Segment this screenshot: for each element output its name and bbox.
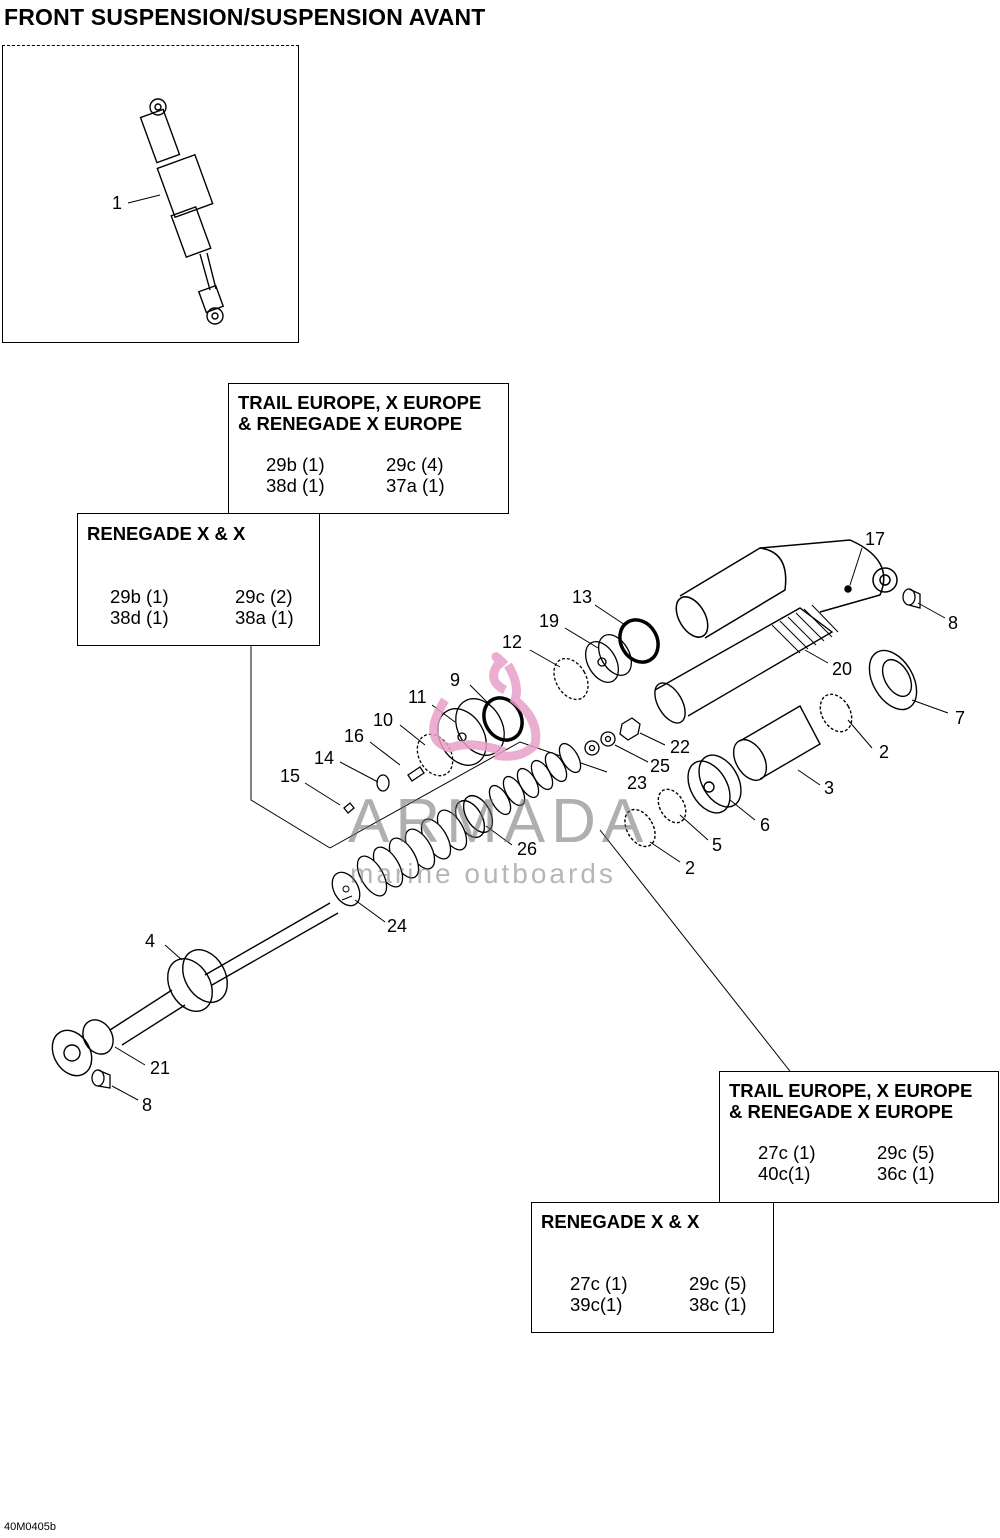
- box-title: RENEGADE X & X: [87, 523, 246, 544]
- bushing-icon: [91, 1069, 111, 1089]
- part-code: 27c (1): [758, 1142, 816, 1163]
- callout-9: 9: [450, 670, 461, 690]
- o-ring-icon: [482, 696, 524, 742]
- shaft-icon: [51, 902, 339, 1077]
- callout-3: 3: [824, 778, 835, 798]
- part-code: 38d (1): [266, 475, 325, 496]
- seal-icon: [376, 774, 390, 792]
- valve-stack-icon: [488, 742, 582, 816]
- callout-14: 14: [314, 748, 335, 768]
- top-cap-icon: [868, 649, 918, 711]
- part-code: 29b (1): [110, 586, 169, 607]
- screw-icon: [343, 802, 355, 814]
- figure-code: 40M0405b: [4, 1521, 56, 1533]
- variant-box-trail-europe-top: TRAIL EUROPE, X EUROPE & RENEGADE X EURO…: [228, 383, 509, 514]
- callout-12: 12: [502, 632, 523, 652]
- page-title: FRONT SUSPENSION/SUSPENSION AVANT: [4, 4, 486, 30]
- piston-6-icon: [687, 754, 742, 814]
- part-code: 29c (5): [877, 1142, 935, 1163]
- callout-2: 2: [879, 742, 890, 762]
- callout-24: 24: [387, 916, 408, 936]
- watermark-tagline: marine outboards: [350, 858, 616, 889]
- callout-17: 17: [865, 529, 886, 549]
- part-code: 40c(1): [758, 1163, 811, 1184]
- box-title-line1: TRAIL EUROPE, X EUROPE: [729, 1080, 973, 1101]
- callout-15: 15: [280, 766, 301, 786]
- washer-icon: [584, 740, 600, 756]
- callout-5: 5: [712, 835, 723, 855]
- callout-6: 6: [760, 815, 771, 835]
- variant-box-renegade-top: RENEGADE X & X 29b (1) 38d (1) 29c (2) 3…: [77, 513, 320, 646]
- part-code: 38c (1): [689, 1294, 747, 1315]
- part-code: 37a (1): [386, 475, 445, 496]
- part-code: 29c (4): [386, 454, 444, 475]
- washer-icon: [600, 731, 616, 747]
- washer-icon: [624, 808, 656, 848]
- callout-4: 4: [145, 931, 156, 951]
- sleeve-icon: [732, 705, 821, 781]
- inset-frame: [2, 45, 299, 343]
- washer-icon: [553, 657, 589, 701]
- part-code: 38d (1): [110, 607, 169, 628]
- callout-26: 26: [517, 839, 538, 859]
- washer-icon: [819, 693, 853, 733]
- shock-body-icon: [675, 539, 898, 639]
- callout-2b: 2: [685, 858, 696, 878]
- bushing-icon: [902, 588, 921, 609]
- callout-23: 23: [627, 773, 648, 793]
- callout-19: 19: [539, 611, 560, 631]
- box-title-line2: & RENEGADE X EUROPE: [729, 1101, 954, 1122]
- watermark-brand: ARMADA: [348, 787, 650, 856]
- washer-icon: [331, 871, 361, 907]
- variant-box-trail-europe-bottom: TRAIL EUROPE, X EUROPE & RENEGADE X EURO…: [719, 1071, 999, 1203]
- callout-20: 20: [832, 659, 853, 679]
- callout-21: 21: [150, 1058, 171, 1078]
- box-title: RENEGADE X & X: [541, 1211, 700, 1232]
- part-code: 27c (1): [570, 1273, 628, 1294]
- box-title-line1: TRAIL EUROPE, X EUROPE: [238, 392, 482, 413]
- part-code: 38a (1): [235, 607, 294, 628]
- callout-16: 16: [344, 726, 365, 746]
- callout-8b: 8: [142, 1095, 153, 1115]
- washer-icon: [657, 788, 687, 824]
- screw-icon: [407, 766, 425, 782]
- callout-25: 25: [650, 756, 671, 776]
- callout-10: 10: [373, 710, 394, 730]
- callout-11: 11: [408, 687, 427, 707]
- threaded-body-icon: [654, 604, 839, 724]
- nut-icon: [619, 717, 641, 741]
- o-ring-icon: [618, 618, 660, 664]
- valve-stack-icon: [356, 809, 468, 897]
- part-code: 29b (1): [266, 454, 325, 475]
- shock-assembly-icon: [127, 98, 225, 325]
- callout-13: 13: [572, 587, 593, 607]
- callout-8: 8: [948, 613, 959, 633]
- box-title-line2: & RENEGADE X EUROPE: [238, 413, 463, 434]
- part-code: 36c (1): [877, 1163, 935, 1184]
- callout-1: 1: [112, 193, 123, 213]
- part-code: 29c (2): [235, 586, 293, 607]
- bearing-cap-icon: [584, 634, 633, 683]
- variant-box-renegade-bottom: RENEGADE X & X 27c (1) 39c(1) 29c (5) 38…: [531, 1202, 774, 1333]
- callout-22: 22: [670, 737, 691, 757]
- callout-7: 7: [955, 708, 966, 728]
- part-code: 39c(1): [570, 1294, 623, 1315]
- watermark-logo-icon: [429, 652, 541, 761]
- part-code: 29c (5): [689, 1273, 747, 1294]
